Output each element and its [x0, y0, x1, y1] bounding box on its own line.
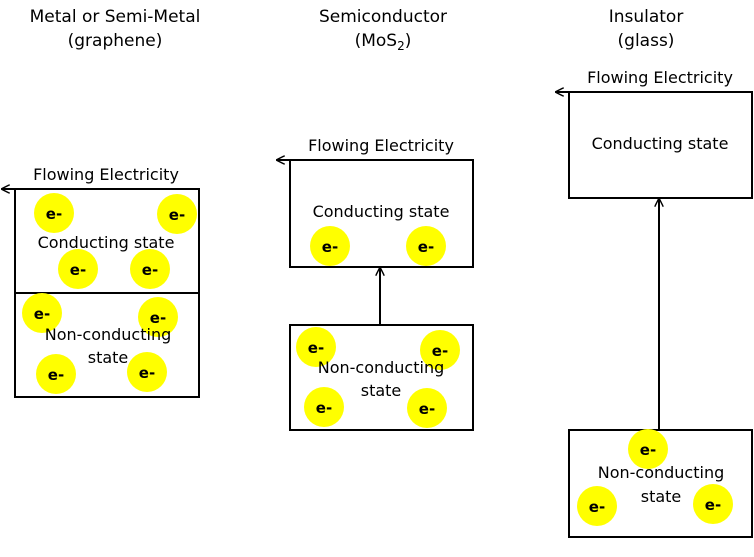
metal-conducting-label: Conducting state: [38, 233, 175, 252]
svg-text:e-: e-: [142, 261, 158, 279]
insulator-subtitle: (glass): [618, 31, 675, 51]
svg-text:e-: e-: [70, 261, 86, 279]
semiconductor-subtitle: (MoS2): [355, 31, 412, 53]
insulator-nonconducting-label-2: state: [641, 487, 682, 506]
svg-text:e-: e-: [705, 496, 721, 514]
svg-text:e-: e-: [139, 364, 155, 382]
electron: e-: [22, 293, 62, 333]
metal-nonconducting-label-2: state: [88, 348, 129, 367]
metal-title: Metal or Semi-Metal: [30, 7, 201, 27]
metal-subtitle: (graphene): [68, 31, 163, 51]
electron: e-: [310, 226, 350, 266]
electron: e-: [34, 193, 74, 233]
svg-text:e-: e-: [48, 366, 64, 384]
semiconductor-nonconducting-label-2: state: [361, 381, 402, 400]
electron: e-: [577, 486, 617, 526]
svg-text:e-: e-: [322, 238, 338, 256]
svg-text:e-: e-: [418, 238, 434, 256]
electron: e-: [304, 387, 344, 427]
electron: e-: [296, 327, 336, 367]
semiconductor-nonconducting-label: Non-conducting: [318, 358, 445, 377]
metal-nonconducting-label: Non-conducting: [45, 325, 172, 344]
electron: e-: [127, 352, 167, 392]
metal-column: Metal or Semi-Metal (graphene) Flowing E…: [2, 7, 201, 398]
semiconductor-title: Semiconductor: [319, 7, 447, 27]
insulator-conducting-label: Conducting state: [592, 134, 729, 153]
insulator-title: Insulator: [609, 7, 684, 27]
svg-text:e-: e-: [432, 342, 448, 360]
svg-text:e-: e-: [419, 400, 435, 418]
electron: e-: [130, 249, 170, 289]
svg-text:e-: e-: [316, 399, 332, 417]
svg-text:e-: e-: [169, 206, 185, 224]
insulator-nonconducting-label: Non-conducting: [598, 463, 725, 482]
electron: e-: [58, 249, 98, 289]
electron: e-: [157, 194, 197, 234]
electron: e-: [138, 297, 178, 337]
semiconductor-conducting-label: Conducting state: [313, 202, 450, 221]
svg-text:e-: e-: [308, 339, 324, 357]
electron: e-: [406, 226, 446, 266]
svg-text:e-: e-: [640, 441, 656, 459]
electron: e-: [693, 484, 733, 524]
electron: e-: [407, 388, 447, 428]
svg-text:e-: e-: [150, 309, 166, 327]
insulator-flow-label: Flowing Electricity: [587, 68, 733, 87]
electron: e-: [36, 354, 76, 394]
svg-text:e-: e-: [46, 205, 62, 223]
electron: e-: [420, 330, 460, 370]
svg-text:e-: e-: [589, 498, 605, 516]
insulator-column: Insulator (glass) Flowing Electricity Co…: [556, 7, 753, 538]
semiconductor-flow-label: Flowing Electricity: [308, 136, 454, 155]
electron: e-: [628, 429, 668, 469]
insulator-conduction-box: [568, 91, 753, 199]
semiconductor-column: Semiconductor (MoS2) Flowing Electricity…: [277, 7, 474, 431]
metal-flow-label: Flowing Electricity: [33, 165, 179, 184]
svg-text:e-: e-: [34, 305, 50, 323]
